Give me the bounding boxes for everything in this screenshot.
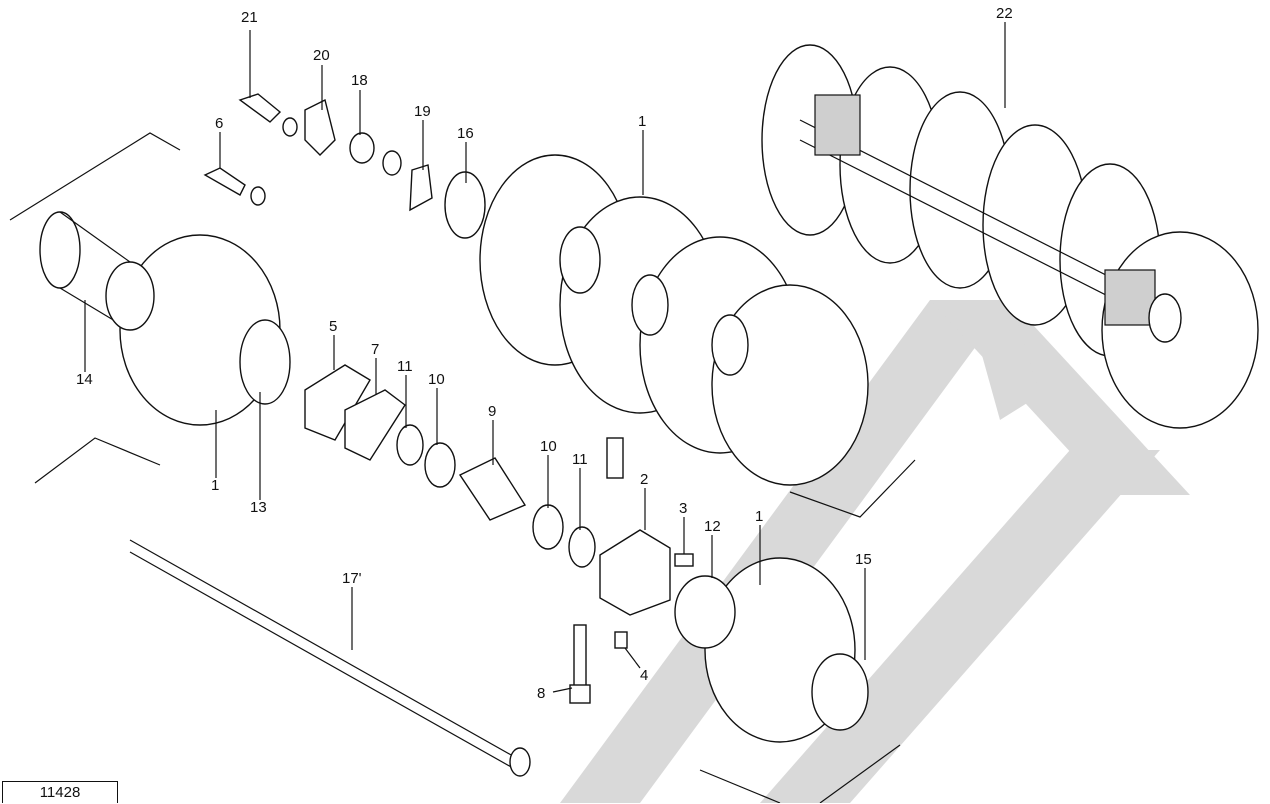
hub-12 bbox=[674, 575, 736, 649]
section-brackets bbox=[9, 132, 916, 803]
callout-11-right: 11 bbox=[572, 451, 588, 468]
callout-1-top: 1 bbox=[638, 113, 646, 130]
bearing-cone-11-left bbox=[396, 424, 424, 466]
bolt-7 bbox=[203, 167, 246, 196]
notched-disc-group bbox=[479, 154, 869, 486]
nut-stack bbox=[606, 437, 624, 479]
bearing-cone-11-right bbox=[568, 526, 596, 568]
callout-20: 20 bbox=[313, 47, 330, 64]
callout-15: 15 bbox=[855, 551, 872, 568]
spacer-spool-14 bbox=[39, 211, 155, 331]
callout-8: 7 bbox=[371, 341, 379, 358]
callout-7: 6 bbox=[215, 115, 223, 132]
bearing-cup-10-right bbox=[532, 504, 564, 550]
washer-16 bbox=[444, 171, 486, 239]
gasket-8 bbox=[344, 389, 406, 461]
callout-10-right: 10 bbox=[540, 438, 557, 455]
bolt-5 bbox=[573, 624, 587, 688]
washer-21 bbox=[282, 117, 298, 137]
callout-11-left: 11 bbox=[397, 358, 413, 375]
callout-6: 5 bbox=[329, 318, 337, 335]
callout-18: 18 bbox=[351, 72, 368, 89]
callout-22: 22 bbox=[996, 5, 1013, 22]
nut-18 bbox=[349, 132, 375, 164]
callout-19: 19 bbox=[414, 103, 431, 120]
washer-7 bbox=[250, 186, 266, 206]
washer-15 bbox=[811, 653, 869, 731]
callout-14: 14 bbox=[76, 371, 93, 388]
bolt-21 bbox=[238, 93, 282, 123]
callout-1-bottom: 1 bbox=[755, 508, 763, 525]
callout-16: 16 bbox=[457, 125, 474, 142]
bearing-cup-10-left bbox=[424, 442, 456, 488]
callout-13: 13 bbox=[250, 499, 267, 516]
callout-labels: 21 20 18 19 16 6 22 1 14 1 13 5 7 11 10 … bbox=[76, 5, 1013, 702]
callout-3: 3 bbox=[679, 500, 687, 517]
lock-plate-20 bbox=[304, 98, 336, 156]
set-screw-4 bbox=[614, 631, 628, 649]
disc-gang-assembly bbox=[761, 44, 1259, 429]
callout-17: 17' bbox=[342, 570, 362, 587]
washer-13 bbox=[239, 319, 291, 405]
leader-lines bbox=[84, 22, 1006, 693]
washer-18 bbox=[382, 150, 402, 176]
callout-1-left: 1 bbox=[211, 477, 219, 494]
callout-12: 12 bbox=[704, 518, 721, 535]
clip-19 bbox=[409, 164, 433, 212]
callout-2: 2 bbox=[640, 471, 648, 488]
callout-10-left: 10 bbox=[428, 371, 445, 388]
axle-shaft-17 bbox=[129, 539, 531, 777]
spacer-sleeve-9 bbox=[458, 457, 527, 521]
callout-9: 9 bbox=[488, 403, 496, 420]
callout-5: 8 bbox=[537, 685, 545, 702]
bearing-housing-2 bbox=[599, 529, 671, 616]
grease-nipple-3 bbox=[674, 553, 694, 567]
reference-number-box: 11428 bbox=[2, 781, 118, 803]
bolt-5-head bbox=[569, 684, 591, 704]
callout-4: 4 bbox=[640, 667, 648, 684]
callout-21: 21 bbox=[241, 9, 258, 26]
